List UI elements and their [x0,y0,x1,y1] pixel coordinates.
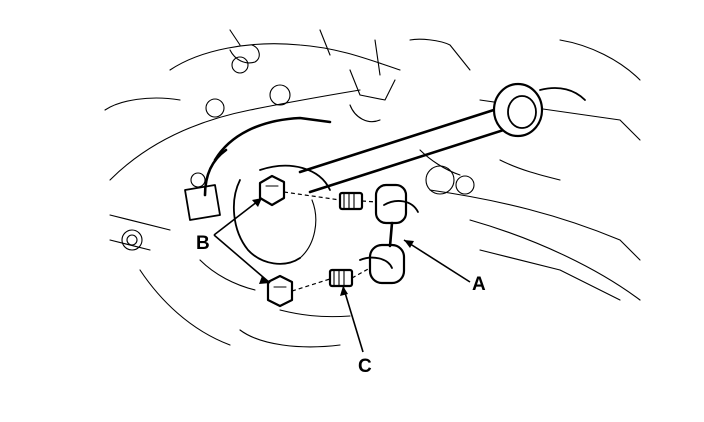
stabilizer-link [359,183,419,285]
callout-label-c: C [358,356,372,377]
chassis-outline [104,29,641,348]
nut-b-lower [266,274,294,308]
callout-label-a: A [472,274,486,295]
stabilizer-bar [203,82,586,197]
ball-joint-stud-lower [328,268,354,288]
callout-label-b: B [196,233,210,254]
assembly-lines [283,191,377,292]
ball-joint-stud-upper [338,191,364,211]
leader-lines [213,197,471,353]
nut-b-upper [258,174,286,207]
knuckle [184,164,331,265]
